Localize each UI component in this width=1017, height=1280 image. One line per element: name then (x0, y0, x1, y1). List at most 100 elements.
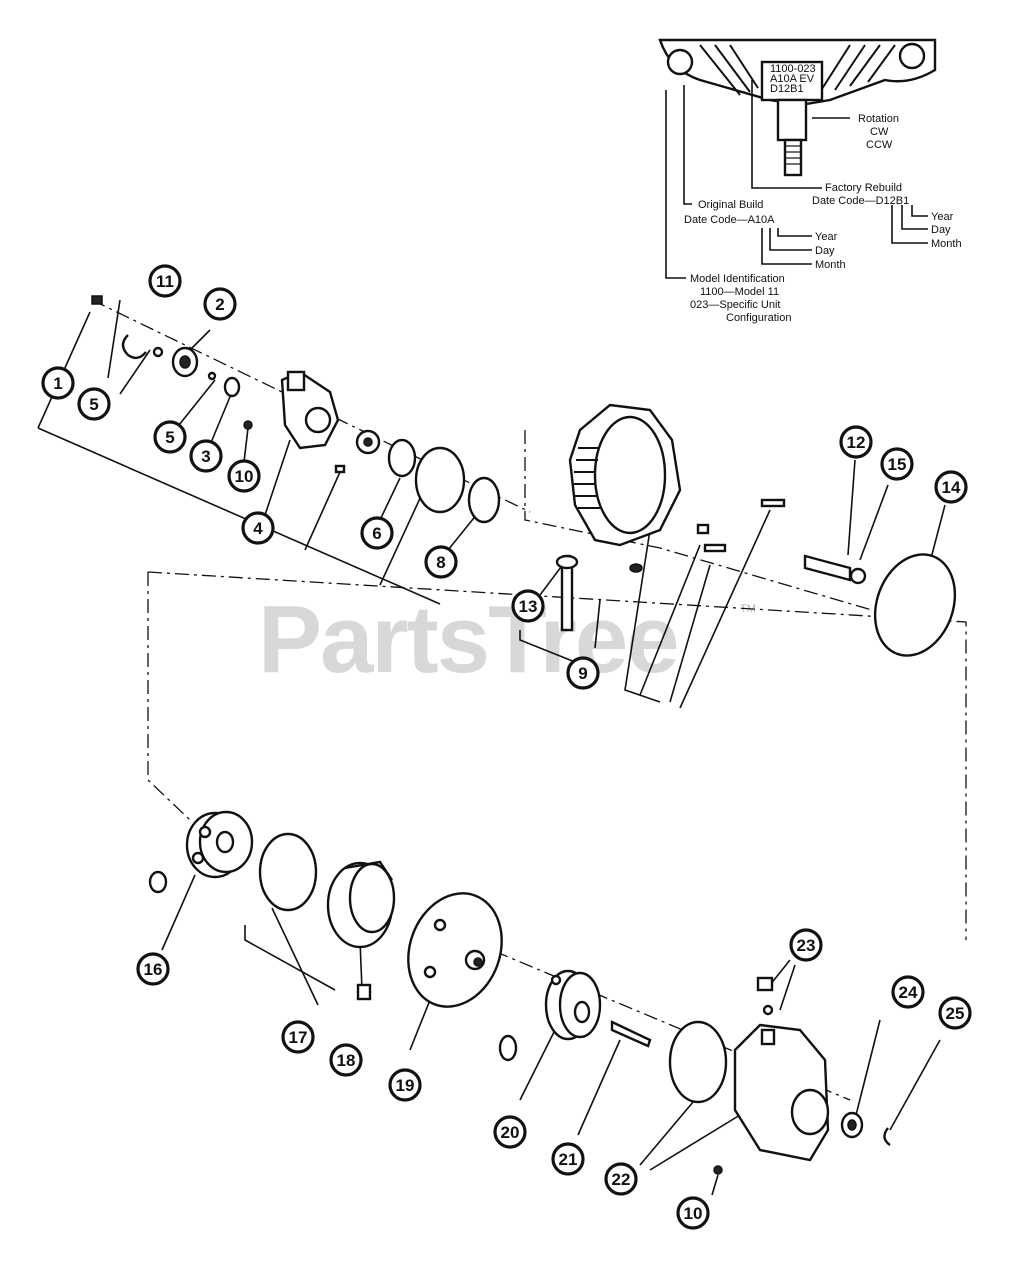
screw-10-icon (243, 420, 253, 430)
plug-23-icon (756, 976, 774, 992)
callout-1: 1 (41, 366, 75, 400)
svg-text:23: 23 (797, 936, 816, 955)
model-line-2: 023—Specific Unit (690, 299, 781, 311)
svg-text:13: 13 (519, 597, 538, 616)
callout-12: 12 (839, 425, 873, 459)
callout-16: 16 (136, 952, 170, 986)
svg-text:18: 18 (337, 1051, 356, 1070)
callout-21: 21 (551, 1142, 585, 1176)
callout-8: 8 (424, 545, 458, 579)
svg-text:4: 4 (253, 519, 263, 538)
callout-19: 19 (388, 1068, 422, 1102)
callout-14: 14 (934, 470, 968, 504)
original-day: Day (815, 245, 835, 257)
callout-11: 11 (148, 264, 182, 298)
callout-5a: 5 (77, 387, 111, 421)
svg-text:8: 8 (436, 553, 445, 572)
svg-text:5: 5 (89, 395, 98, 414)
callout-10b: 10 (676, 1196, 710, 1230)
pin-18-icon (356, 983, 372, 1001)
lower-lines (161, 874, 941, 1196)
svg-text:5: 5 (165, 428, 174, 447)
bolt-1-icon (91, 295, 103, 305)
callout-20: 20 (493, 1115, 527, 1149)
svg-text:10: 10 (235, 467, 254, 486)
svg-text:21: 21 (559, 1150, 578, 1169)
svg-text:19: 19 (396, 1076, 415, 1095)
o-ring-8-icon (467, 476, 501, 524)
callout-9: 9 (566, 656, 600, 690)
callout-18: 18 (329, 1043, 363, 1077)
svg-text:15: 15 (888, 455, 907, 474)
original-month: Month (815, 259, 846, 271)
rotor-icon (355, 429, 381, 455)
callout-22: 22 (604, 1162, 638, 1196)
model-line-1: 1100—Model 11 (700, 286, 779, 298)
callout-10a: 10 (227, 459, 261, 493)
svg-text:20: 20 (501, 1123, 520, 1142)
svg-text:3: 3 (201, 447, 210, 466)
svg-text:22: 22 (612, 1170, 631, 1189)
model-line-3: Configuration (726, 312, 791, 324)
rotation-label: Rotation (858, 113, 899, 125)
factory-date-code: Date Code—D12B1 (812, 195, 909, 207)
ring-22-icon (668, 1020, 728, 1104)
callout-2: 2 (203, 287, 237, 321)
plate-line-2: A10A EV (770, 73, 815, 85)
svg-text:2: 2 (215, 295, 224, 314)
original-year: Year (815, 231, 838, 243)
svg-text:14: 14 (942, 478, 961, 497)
svg-text:9: 9 (578, 664, 587, 683)
end-cap-icon (733, 1023, 830, 1162)
factory-day: Day (931, 224, 951, 236)
upper-parts (91, 295, 957, 657)
snap-ring-11-icon (121, 334, 147, 360)
callout-13: 13 (511, 589, 545, 623)
original-build-label: Original Build (698, 199, 763, 211)
svg-text:6: 6 (372, 524, 381, 543)
cylinder-block-16-icon (185, 810, 254, 879)
callout-5b: 5 (153, 420, 187, 454)
svg-text:16: 16 (144, 960, 163, 979)
plate-line-1: 1100-023 (770, 63, 816, 75)
svg-text:24: 24 (899, 983, 918, 1002)
svg-text:10: 10 (684, 1204, 703, 1223)
snap-ring-25-icon (883, 1127, 891, 1146)
o-ring-14-icon (873, 553, 957, 657)
callout-24: 24 (891, 975, 925, 1009)
center-section-19-icon (407, 892, 503, 1008)
callout-23: 23 (789, 928, 823, 962)
factory-rebuild-label: Factory Rebuild (825, 182, 902, 194)
svg-text:25: 25 (946, 1004, 965, 1023)
upper-assembly-lines (37, 299, 967, 1101)
shaft-15-icon (803, 554, 852, 582)
callout-17: 17 (281, 1020, 315, 1054)
o-ring-6-icon (387, 438, 417, 478)
original-date-code: Date Code—A10A (684, 214, 775, 226)
id-legend: 1100-023 A10A EV D12B1 Rotation CW CCW F… (658, 38, 962, 324)
callout-4: 4 (241, 511, 275, 545)
svg-text:12: 12 (847, 433, 866, 452)
screw-10b-icon (713, 1165, 723, 1175)
ring-17-icon (258, 832, 318, 912)
svg-text:11: 11 (156, 272, 174, 291)
callout-6: 6 (360, 516, 394, 550)
svg-text:1: 1 (53, 374, 62, 393)
seal-3-icon (223, 376, 241, 398)
lower-parts (148, 810, 891, 1175)
watermark-text: PartsTree (258, 586, 678, 693)
shaft-13-icon (560, 558, 574, 632)
callout-3: 3 (189, 439, 223, 473)
shaft-21-icon (610, 1020, 652, 1048)
cylinder-block-20-icon (544, 969, 602, 1041)
svg-text:17: 17 (289, 1028, 308, 1047)
callout-15: 15 (880, 447, 914, 481)
model-id-label: Model Identification (690, 273, 785, 285)
callout-25: 25 (938, 996, 972, 1030)
washer-5-icon (152, 346, 164, 358)
plate-icon (414, 446, 466, 514)
rotation-cw: CW (870, 126, 889, 138)
ball-20-icon (498, 1034, 518, 1062)
rotation-ccw: CCW (866, 139, 893, 151)
